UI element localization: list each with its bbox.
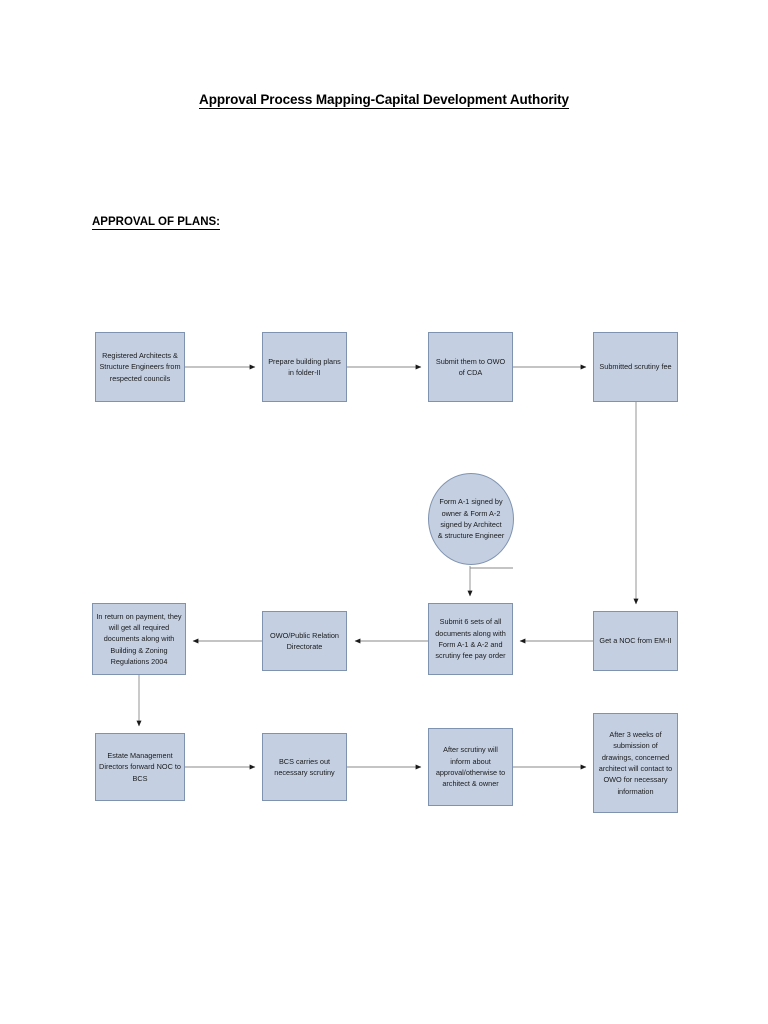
node-label: Get a NOC from EM-II [599, 636, 672, 646]
node-submit-6-sets[interactable]: Submit 6 sets of all documents along wit… [428, 603, 513, 675]
page-title: Approval Process Mapping-Capital Develop… [0, 92, 768, 109]
node-label: After 3 weeks of submission of drawings,… [598, 730, 673, 796]
node-registered-architects[interactable]: Registered Architects & Structure Engine… [95, 332, 185, 402]
section-heading-text: APPROVAL OF PLANS: [92, 216, 220, 230]
node-architect-contact-owo[interactable]: After 3 weeks of submission of drawings,… [593, 713, 678, 813]
node-label: BCS carries out necessary scrutiny [274, 756, 335, 777]
node-label: Registered Architects & Structure Engine… [99, 351, 181, 383]
node-submitted-scrutiny-fee[interactable]: Submitted scrutiny fee [593, 332, 678, 402]
node-get-noc-from-em2[interactable]: Get a NOC from EM-II [593, 611, 678, 671]
page-title-text: Approval Process Mapping-Capital Develop… [199, 92, 569, 109]
node-label: Submit them to OWO of CDA [435, 356, 506, 377]
node-label: Submit 6 sets of all documents along wit… [435, 617, 506, 661]
node-bcs-scrutiny[interactable]: BCS carries out necessary scrutiny [262, 733, 347, 801]
node-owo-public-relation-directorate[interactable]: OWO/Public Relation Directorate [262, 611, 347, 671]
node-prepare-building-plans[interactable]: Prepare building plans in folder-II [262, 332, 347, 402]
section-heading: APPROVAL OF PLANS: [92, 216, 220, 230]
node-label: Prepare building plans in folder-II [268, 356, 341, 377]
node-submit-to-owo[interactable]: Submit them to OWO of CDA [428, 332, 513, 402]
node-label: In return on payment, they will get all … [96, 611, 182, 666]
node-label: Form A-1 signed by owner & Form A-2 sign… [437, 497, 505, 541]
node-inform-approval[interactable]: After scrutiny will inform about approva… [428, 728, 513, 806]
node-label: Estate Management Directors forward NOC … [99, 751, 181, 783]
node-estate-management-forward-noc[interactable]: Estate Management Directors forward NOC … [95, 733, 185, 801]
node-label: After scrutiny will inform about approva… [435, 745, 506, 789]
node-label: Submitted scrutiny fee [599, 362, 672, 372]
node-label: OWO/Public Relation Directorate [270, 630, 339, 651]
node-documents-on-payment[interactable]: In return on payment, they will get all … [92, 603, 186, 675]
node-form-a1-a2-signed[interactable]: Form A-1 signed by owner & Form A-2 sign… [428, 473, 514, 565]
